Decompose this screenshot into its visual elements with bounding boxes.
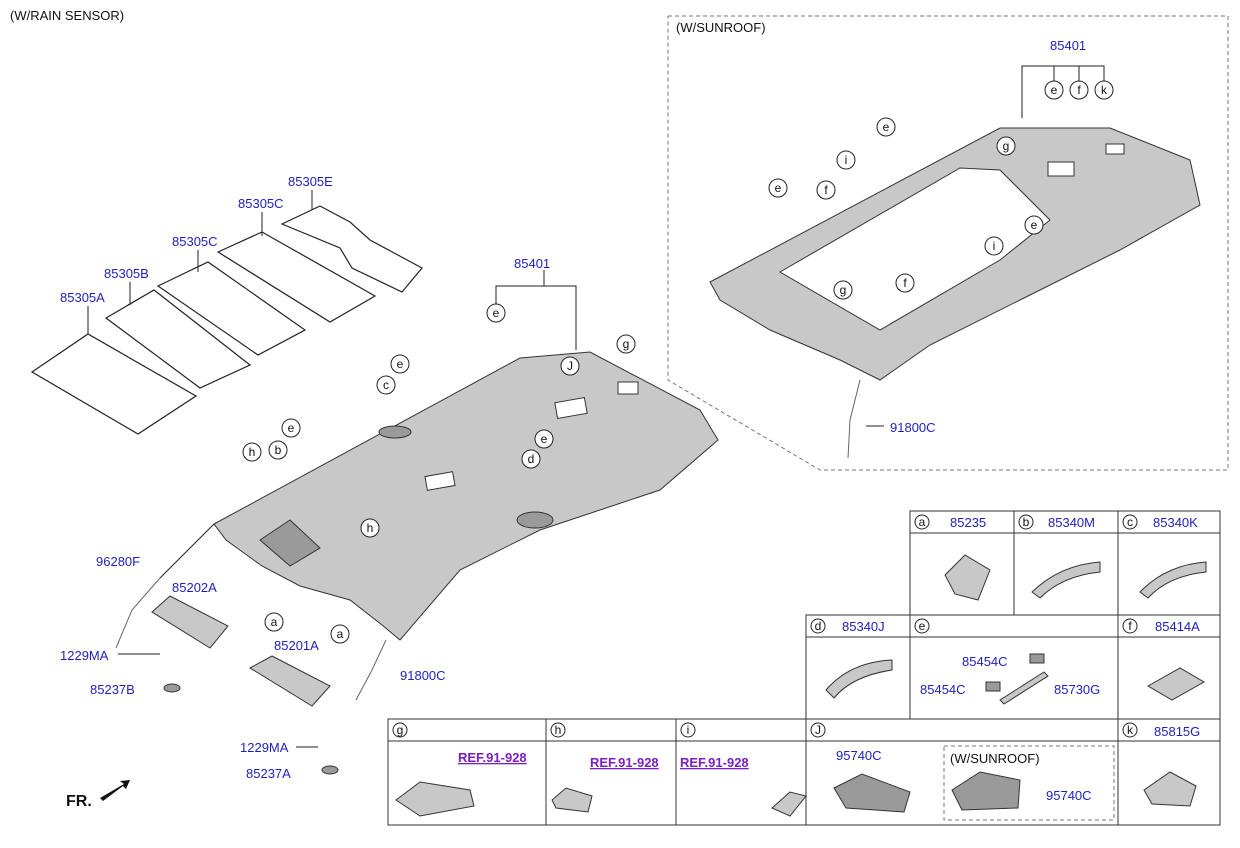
legend-ref-link[interactable]: REF.91-928 <box>680 755 749 770</box>
legend-a: a 85235 <box>914 514 991 601</box>
callout-letter: d <box>528 452 535 466</box>
legend-part-number: 85414A <box>1155 619 1200 634</box>
legend-g: g REF.91-928 <box>392 722 527 817</box>
callout-letter: e <box>775 181 782 195</box>
part-number: 85237A <box>246 766 291 781</box>
part-number: 85305E <box>288 174 333 189</box>
part-number: 1229MA <box>240 740 289 755</box>
callout-letter: f <box>903 276 907 290</box>
callout-letter: e <box>493 306 500 320</box>
part-number: 85305C <box>238 196 284 211</box>
headliner-sunroof <box>709 127 1201 459</box>
legend-b: b 85340M <box>1018 514 1101 599</box>
legend-h: h REF.91-928 <box>550 722 659 813</box>
legend-i: i REF.91-928 <box>680 722 807 817</box>
legend-c: c 85340K <box>1122 514 1207 599</box>
insulation-pads <box>30 190 423 435</box>
callout-letter: e <box>397 357 404 371</box>
legend-part-number: 85235 <box>950 515 986 530</box>
callout-letter: f <box>1077 83 1081 97</box>
legend-letter: g <box>397 723 404 737</box>
part-number: 85201A <box>274 638 319 653</box>
legend-letter: b <box>1023 515 1030 529</box>
sun-visor-left <box>249 655 331 707</box>
part-number: 91800C <box>890 420 936 435</box>
legend-ref-link[interactable]: REF.91-928 <box>590 755 659 770</box>
part-number: 96280F <box>96 554 140 569</box>
legend-k: k 85815G <box>1122 722 1200 807</box>
callout-letter: e <box>883 120 890 134</box>
pad-85305C-1 <box>156 261 307 356</box>
main-callouts: e g J e c e h b e d h a a <box>242 303 636 644</box>
legend-e: e 85454C 85454C 85730G <box>914 618 1100 705</box>
callout-letter: h <box>249 445 256 459</box>
sunroof-box <box>667 15 1229 471</box>
part-number: 85202A <box>172 580 217 595</box>
pad-85305B <box>104 289 252 389</box>
part-number: 1229MA <box>60 648 109 663</box>
callout-letter: g <box>623 337 630 351</box>
legend-part-number: 85340J <box>842 619 885 634</box>
sunroof-header: (W/SUNROOF) <box>676 20 766 35</box>
legend-part-number: 85340K <box>1153 515 1198 530</box>
callout-letter: c <box>383 378 389 392</box>
callout-letter: k <box>1101 83 1108 97</box>
legend-part-number: 85454C <box>962 654 1008 669</box>
legend-ref-link[interactable]: REF.91-928 <box>458 750 527 765</box>
legend-part-number: 95740C <box>1046 788 1092 803</box>
legend-d: d 85340J <box>810 618 893 699</box>
callout-letter: e <box>1051 83 1058 97</box>
legend-part-number: 85730G <box>1054 682 1100 697</box>
pad-85305A <box>30 333 198 435</box>
part-number: 85401 <box>1050 38 1086 53</box>
callout-letter: h <box>367 521 374 535</box>
legend-sunroof-label: (W/SUNROOF) <box>950 751 1040 766</box>
sunroof-callouts: e f k e i e f g e i g f <box>768 80 1114 300</box>
callout-letter: J <box>567 359 573 373</box>
legend-part-number: 85340M <box>1048 515 1095 530</box>
callout-letter: a <box>271 615 278 629</box>
callout-letter: i <box>993 239 996 253</box>
front-arrow-icon <box>100 780 130 801</box>
legend-letter: e <box>919 619 926 633</box>
legend-letter: h <box>555 723 562 737</box>
legend-J: J 95740C (W/SUNROOF) 95740C <box>810 722 1115 821</box>
part-number: 85305B <box>104 266 149 281</box>
part-number: 85305A <box>60 290 105 305</box>
sun-visor-right <box>151 595 229 649</box>
rain-sensor-header: (W/RAIN SENSOR) <box>10 8 124 23</box>
legend-letter: J <box>815 723 821 737</box>
callout-letter: e <box>288 421 295 435</box>
callout-letter: a <box>337 627 344 641</box>
legend-letter: i <box>687 723 690 737</box>
legend-part-number: 85815G <box>1154 724 1200 739</box>
legend-table <box>387 510 1221 826</box>
callout-letter: e <box>1031 218 1038 232</box>
part-number: 85237B <box>90 682 135 697</box>
front-label: FR. <box>66 793 92 810</box>
legend-f: f 85414A <box>1122 618 1206 701</box>
part-number: 85305C <box>172 234 218 249</box>
legend-letter: k <box>1127 723 1134 737</box>
legend-letter: a <box>919 515 926 529</box>
callout-letter: g <box>840 283 847 297</box>
pad-85305E <box>280 205 423 293</box>
headliner-main <box>115 351 719 701</box>
legend-part-number: 95740C <box>836 748 882 763</box>
pad-85305C-2 <box>216 231 377 323</box>
callout-letter: g <box>1003 139 1010 153</box>
callout-letter: i <box>845 153 848 167</box>
legend-letter: d <box>815 619 822 633</box>
callout-letter: b <box>275 443 282 457</box>
legend-part-number: 85454C <box>920 682 966 697</box>
legend-letter: f <box>1128 619 1132 633</box>
part-number: 85401 <box>514 256 550 271</box>
callout-letter: f <box>824 183 828 197</box>
part-number: 91800C <box>400 668 446 683</box>
legend-letter: c <box>1127 515 1133 529</box>
callout-letter: e <box>541 432 548 446</box>
